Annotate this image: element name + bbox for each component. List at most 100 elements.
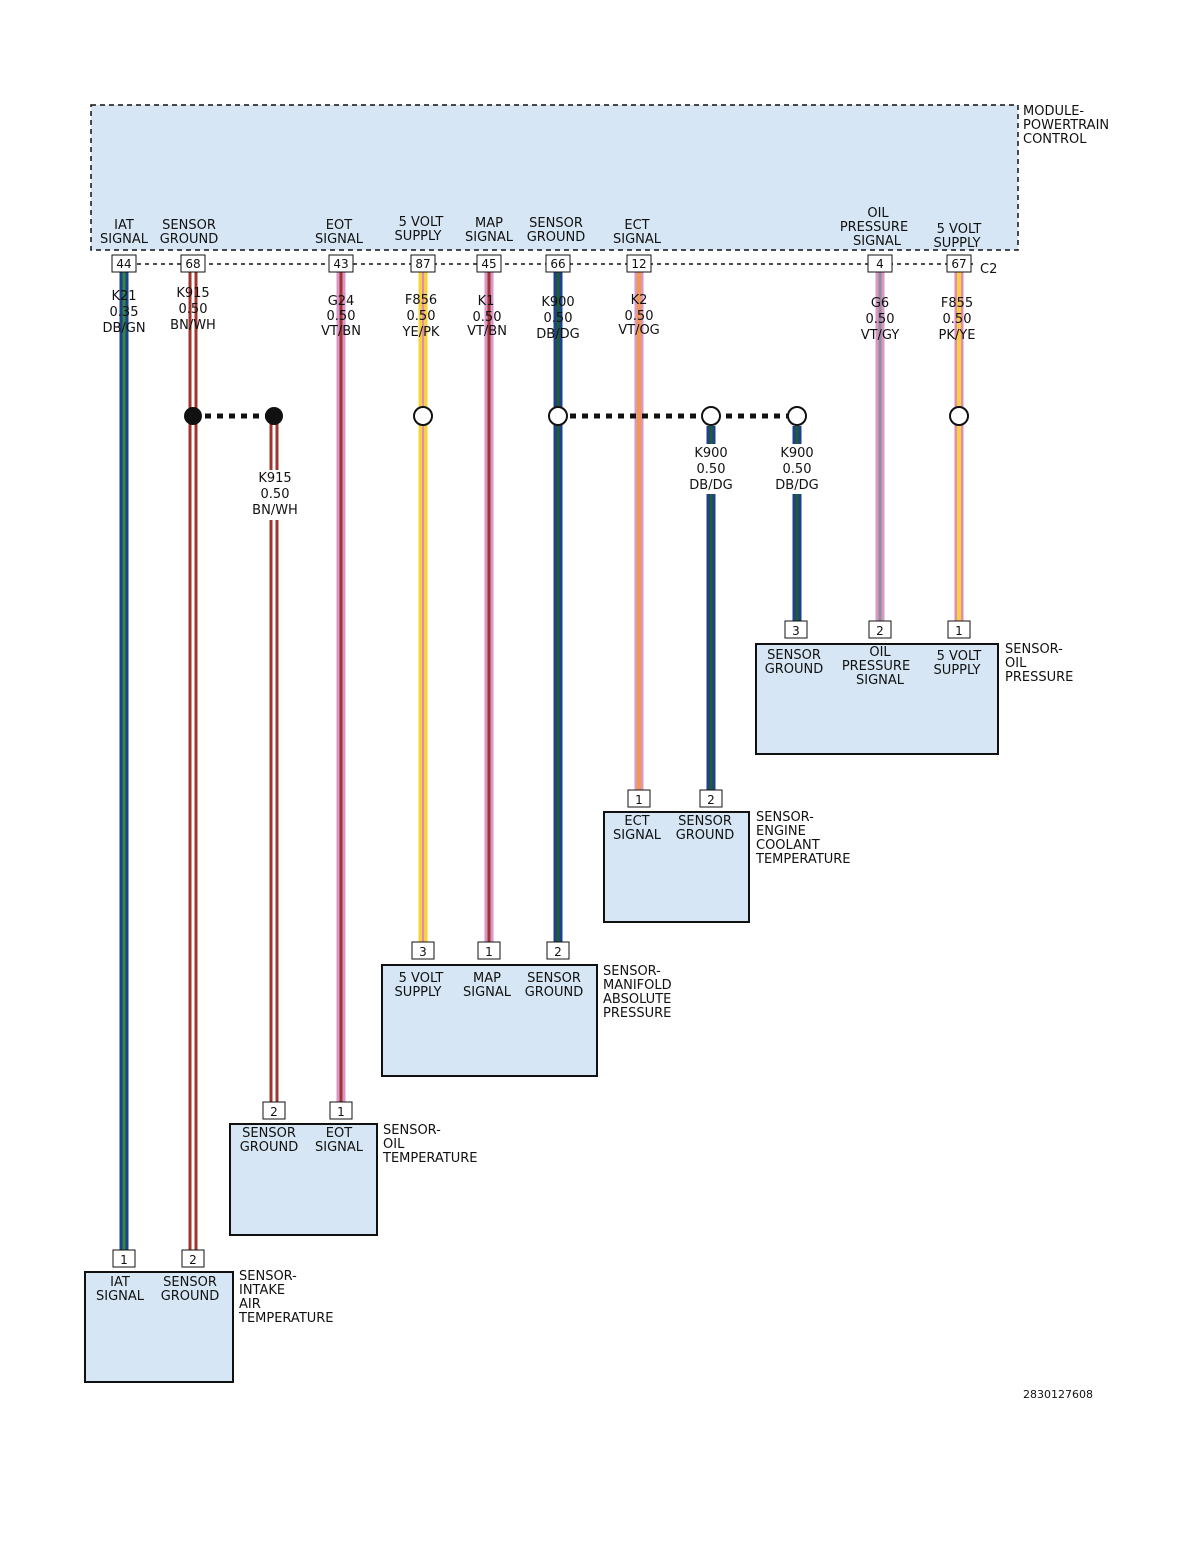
sensor-name: SENSOR-: [603, 964, 661, 979]
pcm-pin-box: [867, 254, 893, 273]
pcm-pin-label: GROUND: [160, 232, 219, 247]
sensor-pin-number: 3: [419, 945, 427, 959]
pcm-pin-label: OIL: [867, 206, 889, 221]
sensor-pin-number: 1: [337, 1105, 345, 1119]
sensor-pin-label: EOT: [326, 1126, 352, 1141]
pcm-pin-label: SENSOR: [162, 218, 216, 233]
pcm-pin-label: SENSOR: [529, 216, 583, 231]
sensor-pin-label: SENSOR: [678, 814, 732, 829]
wire-color-code: BN/WH: [252, 503, 298, 518]
wire-color-code: YE/PK: [402, 325, 440, 340]
sensor-pin-box: [699, 789, 723, 808]
pcm-pin-label: SIGNAL: [853, 234, 902, 249]
sensor-pin-number: 2: [707, 793, 715, 807]
wire-gauge: 0.50: [625, 309, 654, 324]
sensor-pin-label: SENSOR: [527, 971, 581, 986]
wire-circuit: F855: [941, 296, 973, 311]
splice-k900-branch-1: [701, 406, 721, 426]
sensor-pin-label: ECT: [624, 814, 649, 829]
pcm-pin-label: ECT: [624, 218, 649, 233]
sensor-pin-label: GROUND: [525, 985, 584, 1000]
pcm-pin-box: [545, 254, 571, 273]
sensor-name: PRESSURE: [603, 1006, 671, 1021]
wire-circuit: G6: [871, 296, 889, 311]
pcm-pin-label: GROUND: [527, 230, 586, 245]
pcm-pin-box: [476, 254, 502, 273]
splice-f856: [413, 406, 433, 426]
pcm-pin-label: IAT: [114, 218, 134, 233]
wire-circuit: F856: [405, 293, 437, 308]
splices: [184, 406, 969, 426]
sensor-pin-label: SIGNAL: [856, 673, 905, 688]
pcm-pin-label: PRESSURE: [840, 220, 908, 235]
sensor-pin-label: SIGNAL: [463, 985, 512, 1000]
wire-color-code: VT/OG: [618, 323, 660, 338]
sensor-oil-temperature: 2 1 SENSOR GROUND EOT SIGNAL SENSOR- OIL…: [229, 1101, 478, 1236]
splice-k900-main: [548, 406, 568, 426]
sensor-pin-label: GROUND: [240, 1140, 299, 1155]
sensor-pin-label: SUPPLY: [934, 663, 981, 678]
wire-color-code: DB/DG: [536, 327, 579, 342]
pcm-pin-number: 44: [116, 257, 131, 271]
sensor-pin-label: SIGNAL: [96, 1289, 145, 1304]
sensor-pin-number: 2: [554, 945, 562, 959]
sensor-pin-number: 1: [635, 793, 643, 807]
sensor-pin-box: [262, 1101, 286, 1120]
sensor-pin-number: 1: [485, 945, 493, 959]
sensor-box: [603, 811, 750, 923]
pcm-pin-label: 5 VOLT: [399, 215, 444, 230]
wire-color-code: VT/GY: [861, 328, 900, 343]
pcm-pin-box: [410, 254, 436, 273]
sensor-box: [84, 1271, 234, 1383]
sensor-pin-number: 1: [955, 624, 963, 638]
sensor-pin-label: OIL: [869, 645, 891, 660]
sensor-pin-box: [546, 941, 570, 960]
wire-gauge: 0.50: [943, 312, 972, 327]
pcm-name-line-3: CONTROL: [1023, 132, 1087, 147]
sensor-name: AIR: [239, 1297, 261, 1312]
wire-color-code: DB/GN: [102, 321, 145, 336]
sensor-pin-box: [477, 941, 501, 960]
wire-color-code: VT/BN: [467, 324, 507, 339]
sensor-pin-box: [784, 620, 808, 639]
sensor-pin-box: [112, 1249, 136, 1268]
sensor-pin-number: 2: [270, 1105, 278, 1119]
pcm-pin-label: 5 VOLT: [937, 222, 982, 237]
pcm-pins: IAT SIGNAL 44 K21 0.35 DB/GN SENSOR GROU…: [100, 206, 981, 343]
sensor-name: ABSOLUTE: [603, 992, 671, 1007]
pcm-pin-label: SIGNAL: [315, 232, 364, 247]
sensor-name: SENSOR-: [239, 1269, 297, 1284]
wire-circuit: K900: [780, 446, 813, 461]
sensor-name: OIL: [383, 1137, 405, 1152]
pcm-pin-number: 66: [550, 257, 565, 271]
sensor-manifold-absolute-pressure: 3 1 2 5 VOLT SUPPLY MAP SIGNAL SENSOR GR…: [381, 941, 672, 1077]
sensor-pin-number: 3: [792, 624, 800, 638]
wire-gauge: 0.50: [544, 311, 573, 326]
sensor-name: COOLANT: [756, 838, 820, 853]
wire-color-code: BN/WH: [170, 318, 216, 333]
pcm-pin-box: [626, 254, 652, 273]
sensor-name: ENGINE: [756, 824, 806, 839]
sensor-name: SENSOR-: [383, 1123, 441, 1138]
splice-k900-branch-2: [787, 406, 807, 426]
pcm-pin-number: 12: [631, 257, 646, 271]
pcm-pin-label: SUPPLY: [934, 236, 981, 251]
reference-number: 2830127608: [1023, 1388, 1093, 1401]
pcm-pin-box: [946, 254, 972, 273]
sensor-pin-label: 5 VOLT: [937, 649, 982, 664]
splice-f855: [949, 406, 969, 426]
pcm-pin-label: EOT: [326, 218, 352, 233]
sensor-pin-box: [181, 1249, 205, 1268]
sensor-box: [229, 1123, 378, 1236]
wire-gauge: 0.50: [866, 312, 895, 327]
wire-circuit: G24: [328, 294, 355, 309]
sensor-box: [381, 964, 598, 1077]
wire-gauge: 0.50: [261, 487, 290, 502]
sensor-pin-label: PRESSURE: [842, 659, 910, 674]
wire-gauge: 0.35: [110, 305, 139, 320]
sensor-pin-label: MAP: [473, 971, 501, 986]
wire-circuit: K915: [176, 286, 209, 301]
wire-circuit: K1: [478, 294, 495, 309]
sensor-pin-label: GROUND: [676, 828, 735, 843]
